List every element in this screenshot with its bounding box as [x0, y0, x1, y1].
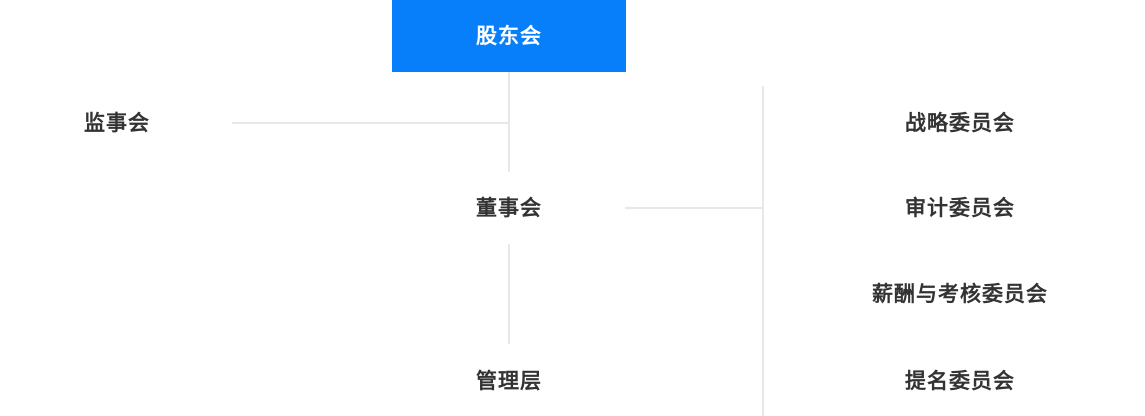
node-nomination-committee[interactable]: 提名委员会	[840, 364, 1080, 398]
node-strategy-committee[interactable]: 战略委员会	[840, 106, 1080, 140]
node-management[interactable]: 管理层	[409, 364, 609, 398]
node-board-of-directors[interactable]: 董事会	[409, 191, 609, 225]
connector-committees-spine	[762, 86, 764, 416]
node-remuneration-and-appraisal-committee[interactable]: 薪酬与考核委员会	[840, 277, 1080, 311]
connector-board-to-management	[508, 244, 510, 344]
connector-shareholders-to-supervisory	[232, 122, 510, 124]
node-shareholders-meeting[interactable]: 股东会	[392, 0, 626, 72]
node-audit-committee[interactable]: 审计委员会	[840, 191, 1080, 225]
connector-board-to-committees	[625, 207, 764, 209]
node-supervisory-board[interactable]: 监事会	[17, 106, 217, 140]
node-shareholders-meeting-label: 股东会	[476, 24, 542, 48]
